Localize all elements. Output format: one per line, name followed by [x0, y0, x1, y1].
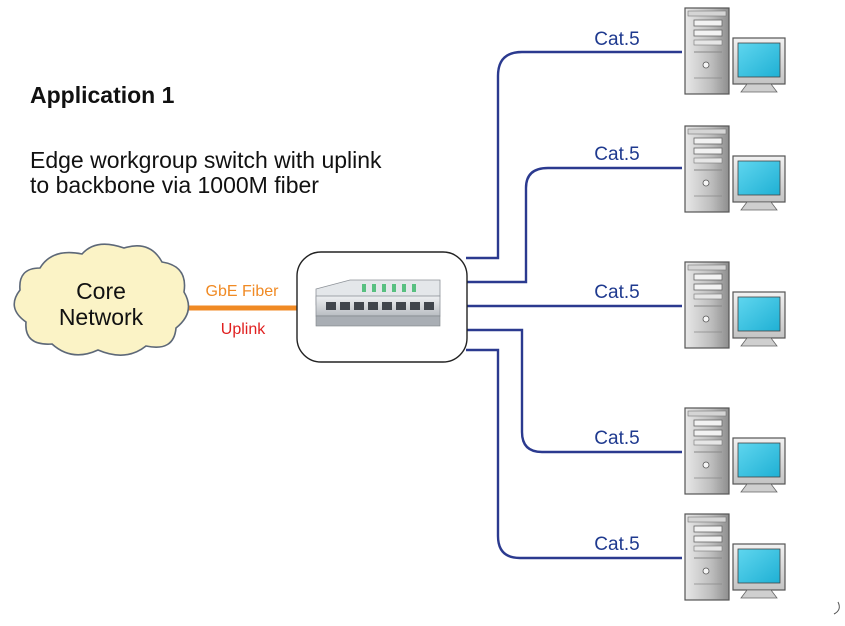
desktop-computer-icon — [684, 7, 786, 95]
cat5-label-1: Cat.5 — [594, 29, 639, 50]
desktop-computer-icon — [684, 513, 786, 601]
cat5-cable-5 — [466, 348, 682, 560]
computer-3 — [684, 261, 786, 349]
switch-node — [296, 251, 468, 363]
cat5-label-4: Cat.5 — [594, 428, 639, 449]
computer-5 — [684, 513, 786, 601]
network-switch-icon — [315, 279, 441, 327]
cat5-label-5: Cat.5 — [594, 534, 639, 555]
diagram-description: Edge workgroup switch with uplink to bac… — [30, 147, 382, 198]
corner-mark — [833, 601, 840, 615]
cat5-cable-4 — [466, 328, 682, 454]
desktop-computer-icon — [684, 407, 786, 495]
core-network-line2: Network — [59, 304, 144, 330]
cat5-cable-2 — [466, 166, 682, 284]
core-network-cloud: Core Network — [13, 243, 190, 356]
cat5-label-2: Cat.5 — [594, 144, 639, 165]
cat5-label-3: Cat.5 — [594, 282, 639, 303]
uplink-label: Uplink — [221, 321, 266, 338]
computer-1 — [684, 7, 786, 95]
diagram-title: Application 1 — [30, 82, 175, 108]
cloud-icon — [13, 243, 190, 356]
fiber-label: GbE Fiber — [206, 283, 280, 300]
computer-4 — [684, 407, 786, 495]
computer-2 — [684, 125, 786, 213]
cat5-cable-1 — [466, 50, 682, 260]
core-network-line1: Core — [76, 278, 126, 304]
desktop-computer-icon — [684, 261, 786, 349]
desktop-computer-icon — [684, 125, 786, 213]
